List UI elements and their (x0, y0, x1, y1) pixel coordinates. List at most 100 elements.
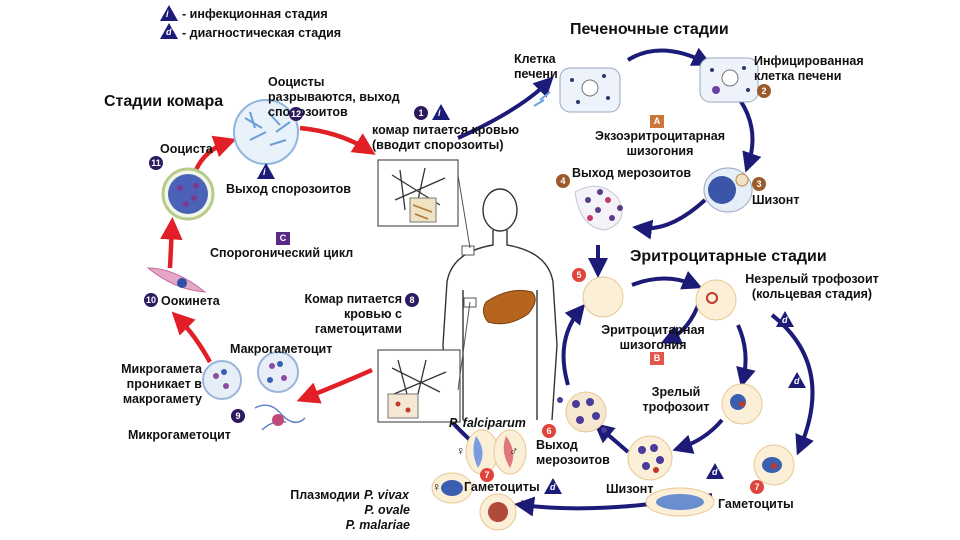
liver-organ (482, 289, 536, 325)
erythrocytic-stages-title: Эритроцитарные стадии (630, 248, 827, 265)
diagnostic-stage-icon-mature: d (788, 372, 806, 388)
male-symbol-plasmodia: ♂ (516, 496, 526, 510)
liver-stages-title: Печеночные стадии (570, 21, 729, 38)
infected-liver-cell-label: Инфицированная клетка печени (754, 54, 864, 83)
arrow-schizont-to-merozoites (632, 198, 707, 240)
mosquito-bite-label: комар питается кровью (вводит спорозоиты… (372, 123, 520, 152)
step-8-badge: 8 (405, 293, 419, 307)
arrow-oocyst-to-rupture (193, 135, 237, 171)
infective-stage-legend-icon: i (160, 5, 178, 21)
arrow-infected-to-schizont (738, 98, 762, 173)
arrow-feeding-to-gametocytes (296, 367, 373, 404)
step-3-badge: 3 (752, 177, 766, 191)
step-12-badge: 12 (289, 107, 303, 121)
sporozoite-release-label: Выход спорозоитов (226, 182, 351, 196)
liver-cell-label: Клетка печени (514, 52, 558, 81)
infected-liver-cell (699, 57, 759, 103)
legend-infective-label: - инфекционная стадия (182, 7, 328, 21)
step-7-badge-plasmodia: 7 (480, 468, 494, 482)
step-2-badge: 2 (757, 84, 771, 98)
arrow-ring-to-gametocytes (770, 313, 815, 456)
gametocyte-blood-cell (753, 444, 795, 486)
infective-stage-icon-bite: i (432, 104, 450, 120)
stage-a-badge: A (650, 115, 664, 128)
diagnostic-stage-legend-icon: d (160, 23, 178, 39)
stage-c-badge: C (276, 232, 290, 245)
plasmodia-label: Плазмодии (290, 488, 360, 502)
falciparum-label: P. falciparum (449, 416, 526, 430)
arrow-macrogamete-to-ookinete (171, 311, 212, 364)
gametocytes-label-left: Гаметоциты (464, 480, 540, 494)
vivax-label: P. vivax (364, 488, 409, 502)
blood-merozoite-release-cell (557, 391, 607, 433)
microgamete-cell (202, 360, 242, 400)
step-6-badge: 6 (542, 424, 556, 438)
female-symbol-plasmodia: ♀ (432, 480, 442, 494)
immature-trophozoite-label: Незрелый трофозоит (кольцевая стадия) (745, 272, 879, 301)
rbc-uninfected (582, 276, 624, 318)
mature-trophozoite-label: Зрелый трофозоит (642, 385, 710, 414)
step-7-badge-blood: 7 (750, 480, 764, 494)
liver-merozoite-release-label: Выход мерозоитов (572, 166, 692, 180)
ovale-label: P. ovale (364, 503, 410, 517)
mature-troph-cell (721, 383, 763, 425)
liver-schizont-label: Шизонт (752, 193, 800, 207)
malariae-label: P. malariae (345, 518, 410, 532)
diagnostic-stage-icon-ring: d (776, 311, 794, 327)
mosquito-gametocyte-feeding-label: Комар питается кровью с гаметоцитами (304, 292, 402, 336)
erythrocytic-schizogony-label: Эритроцитарная шизогония (601, 323, 705, 352)
exoerythrocytic-schizogony-label: Экзоэритроцитарная шизогония (594, 129, 725, 158)
arrow-rupture-to-bite (299, 125, 376, 155)
infective-stage-icon-sporozoite: i (257, 163, 275, 179)
macrogametocyte-cell (257, 351, 299, 393)
oocyst-cell (161, 167, 215, 221)
legend-diagnostic-label: - диагностическая стадия (182, 26, 342, 40)
mosquito-stages-title: Стадии комара (104, 93, 224, 110)
blood-schizont-label: Шизонт (606, 482, 654, 496)
arrow-bite-to-liver (457, 76, 554, 140)
falciparum-gametocytes (465, 429, 527, 475)
macrogametocyte-label: Макрогаметоцит (230, 342, 333, 356)
female-symbol-falciparum: ♀ (456, 444, 466, 458)
plasmodia-gametocytes (431, 472, 517, 531)
sporogonic-cycle-label: Спорогонический цикл (210, 246, 354, 260)
liver-cell (533, 67, 621, 113)
step-5-badge: 5 (572, 268, 586, 282)
microgametocyte-cell (254, 404, 306, 431)
step-10-badge: 10 (144, 293, 158, 307)
gametocytes-label-right: Гаметоциты (718, 497, 794, 511)
arm-patch-upper (461, 245, 475, 256)
male-symbol-falciparum: ♂ (509, 444, 519, 458)
blood-merozoite-release-label: Выход мерозоитов (536, 438, 610, 467)
mosquito-bite-box (377, 159, 459, 227)
arrow-rbc-to-ring (631, 271, 703, 290)
step-11-badge: 11 (149, 156, 163, 170)
arrow-liver-cell-to-infected (626, 47, 713, 66)
arrow-ookinete-to-oocyst (160, 217, 183, 269)
arrow-mature-to-schizont (672, 418, 724, 454)
arrow-release-to-rbc (561, 303, 586, 386)
ring-stage-cell (695, 279, 737, 321)
mosquito-feeding-box (377, 349, 461, 423)
blood-schizont-cell (627, 435, 673, 481)
microgametocyte-label: Микрогаметоцит (128, 428, 231, 442)
step-1-badge: 1 (414, 106, 428, 120)
diagnostic-stage-icon-gametocyte: d (544, 478, 562, 494)
merozoite-release-cell (574, 185, 623, 231)
oocyst-label: Ооциста (160, 142, 213, 156)
oocyst-rupture-label: Ооцисты разрываются, выход спорозоитов (268, 75, 400, 119)
step-9-badge: 9 (231, 409, 245, 423)
oocyst-rupture-cell (233, 99, 299, 165)
step-4-badge: 4 (556, 174, 570, 188)
ookinete-label: Оокинета (161, 294, 220, 308)
ookinete-cell (146, 267, 207, 293)
microgamete-label: Микрогамета проникает в макрогамету (121, 362, 202, 406)
gametocyte-elongated-cell (645, 487, 715, 517)
diagnostic-stage-icon-schizont: d (706, 463, 724, 479)
liver-schizont-cell (703, 167, 753, 213)
mosquito-cycle-arrows (160, 125, 376, 404)
arrow-ring-to-mature (736, 324, 756, 388)
stage-b-badge: B (650, 352, 664, 365)
box-connector-lines (457, 174, 471, 391)
